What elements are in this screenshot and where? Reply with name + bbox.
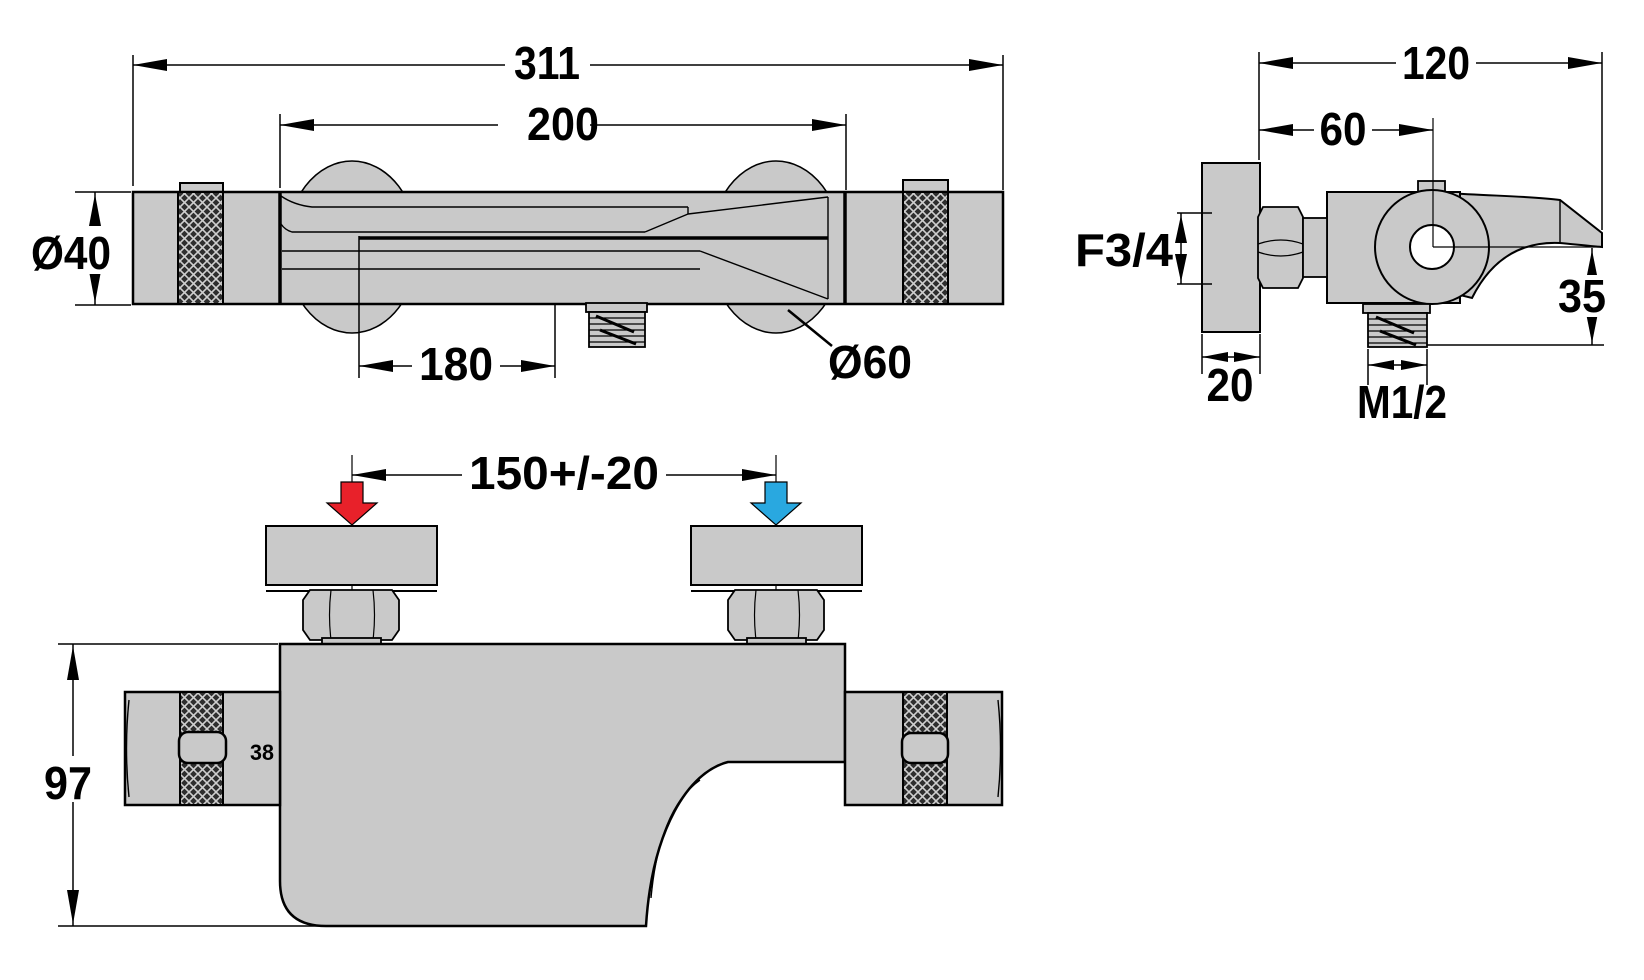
dim-311-label: 311 bbox=[514, 37, 580, 89]
temp-stop-38-label: 38 bbox=[250, 740, 274, 765]
dim-150-label: 150+/-20 bbox=[469, 447, 659, 499]
dim-height: 97 bbox=[40, 643, 644, 927]
cold-union-nut bbox=[727, 589, 825, 641]
dim-inlet-centers: 150+/-20 bbox=[352, 447, 776, 499]
union-hex-nut bbox=[1257, 206, 1304, 289]
dim-inlet-thread: F3/4 bbox=[1075, 212, 1212, 285]
dim-depth: 120 bbox=[1258, 37, 1603, 230]
dim-60-label: 60 bbox=[1320, 103, 1367, 155]
internal-waterway-lines bbox=[280, 195, 829, 300]
dim-f34-label: F3/4 bbox=[1075, 224, 1173, 276]
side-view: 120 60 F3/4 35 bbox=[1075, 37, 1610, 428]
dim-escutcheon-diameter: Ø60 bbox=[787, 309, 912, 388]
mixer-body-front bbox=[131, 190, 1005, 306]
dim-180-label: 180 bbox=[419, 338, 493, 390]
dim-outlet-drop: 35 bbox=[1427, 248, 1610, 346]
hot-escutcheon bbox=[265, 525, 438, 586]
dim-wall-to-center: 60 bbox=[1259, 103, 1433, 155]
dim-d60-label: Ø60 bbox=[828, 336, 912, 388]
flow-knob-button bbox=[900, 731, 950, 765]
dim-35-label: 35 bbox=[1558, 270, 1606, 322]
dim-body-diameter: Ø40 bbox=[28, 191, 131, 306]
hot-union-nut bbox=[302, 589, 400, 641]
installed-view: 38 150+/-20 97 bbox=[40, 447, 1004, 928]
dim-200-label: 200 bbox=[527, 98, 599, 150]
front-view: 311 200 Ø40 180 Ø6 bbox=[28, 37, 1005, 390]
dim-97-label: 97 bbox=[44, 757, 92, 809]
left-check-valve-knurl bbox=[177, 191, 224, 305]
front-outlet-thread bbox=[585, 302, 648, 348]
hot-water-arrow-icon bbox=[325, 481, 379, 526]
right-check-valve-knurl bbox=[902, 191, 949, 305]
dim-outlet-thread-label: M1/2 bbox=[1357, 349, 1447, 428]
thermostat-knob: 38 bbox=[123, 690, 282, 807]
cold-escutcheon bbox=[690, 525, 863, 586]
dim-cartridge-length: 180 bbox=[358, 236, 556, 390]
dim-m12-label: M1/2 bbox=[1357, 376, 1447, 428]
dim-20-label: 20 bbox=[1207, 359, 1254, 411]
dim-plate-thickness: 20 bbox=[1201, 334, 1261, 411]
cold-water-arrow-icon bbox=[749, 481, 803, 526]
flow-knob bbox=[843, 690, 1004, 807]
dim-body-length: 200 bbox=[279, 98, 847, 190]
side-outlet-thread bbox=[1362, 303, 1431, 348]
mixer-body-installed bbox=[278, 642, 847, 928]
dim-120-label: 120 bbox=[1402, 37, 1470, 89]
safety-stop-button bbox=[177, 730, 228, 765]
dim-overall-length: 311 bbox=[132, 37, 1004, 190]
wall-plate bbox=[1201, 162, 1261, 333]
dim-d40-label: Ø40 bbox=[31, 227, 111, 279]
